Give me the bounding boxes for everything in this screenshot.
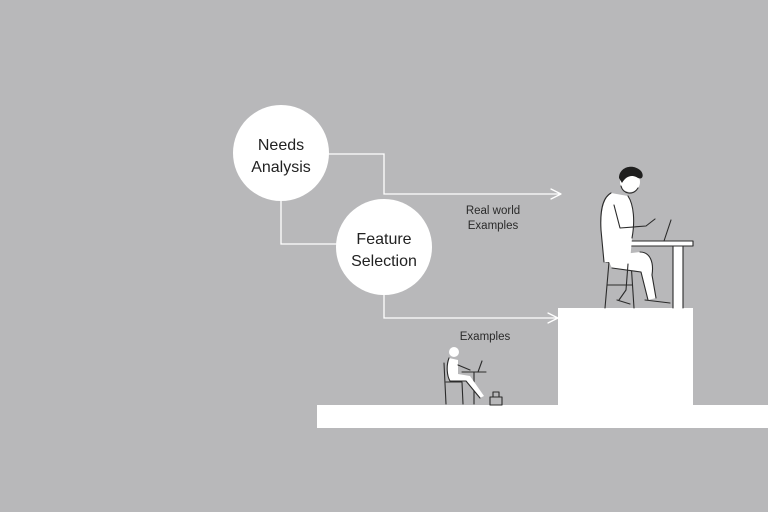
person-hair: [619, 166, 643, 183]
person-arm: [613, 204, 656, 229]
person-legs: [606, 252, 656, 300]
node-needs-analysis: Needs Analysis: [233, 105, 329, 201]
label-real-world-line1: Real world: [466, 205, 520, 217]
small-person-illustration: [443, 347, 503, 406]
node-feature-selection-label-line2: Selection: [351, 253, 417, 270]
arrowhead-real-world: [550, 188, 562, 200]
person-head-outline: [620, 185, 639, 194]
node-feature-selection-circle: [336, 199, 432, 295]
connector-needs-to-real-world: [328, 153, 560, 195]
node-feature-selection: Feature Selection: [336, 199, 432, 295]
connector-needs-to-feature: [280, 200, 338, 245]
person-torso: [600, 193, 634, 262]
node-needs-analysis-label-line1: Needs: [258, 137, 304, 154]
node-feature-selection-label-line1: Feature: [356, 231, 411, 248]
node-needs-analysis-label-line2: Analysis: [251, 159, 311, 176]
raised-block: [558, 308, 693, 406]
small-person-head: [449, 347, 459, 357]
label-examples: Examples: [460, 331, 511, 343]
ground-platform: [317, 405, 768, 428]
person-at-desk-illustration: [600, 166, 694, 309]
small-laptop-icon: [477, 360, 483, 373]
node-needs-analysis-circle: [233, 105, 329, 201]
tall-desk-top: [625, 241, 693, 246]
small-chair: [443, 362, 464, 405]
person-torso-outline: [600, 192, 635, 263]
tall-desk-outline: [624, 240, 694, 309]
small-person-body: [447, 358, 484, 398]
person-shoes: [616, 299, 671, 305]
laptop-icon: [644, 219, 672, 242]
label-real-world-line2: Examples: [468, 220, 519, 232]
small-person-body-outline: [446, 357, 481, 399]
tall-desk-leg: [673, 246, 683, 308]
person-legs-outline: [611, 251, 657, 301]
connector-feature-to-examples: [383, 294, 557, 319]
small-box: [489, 391, 503, 406]
